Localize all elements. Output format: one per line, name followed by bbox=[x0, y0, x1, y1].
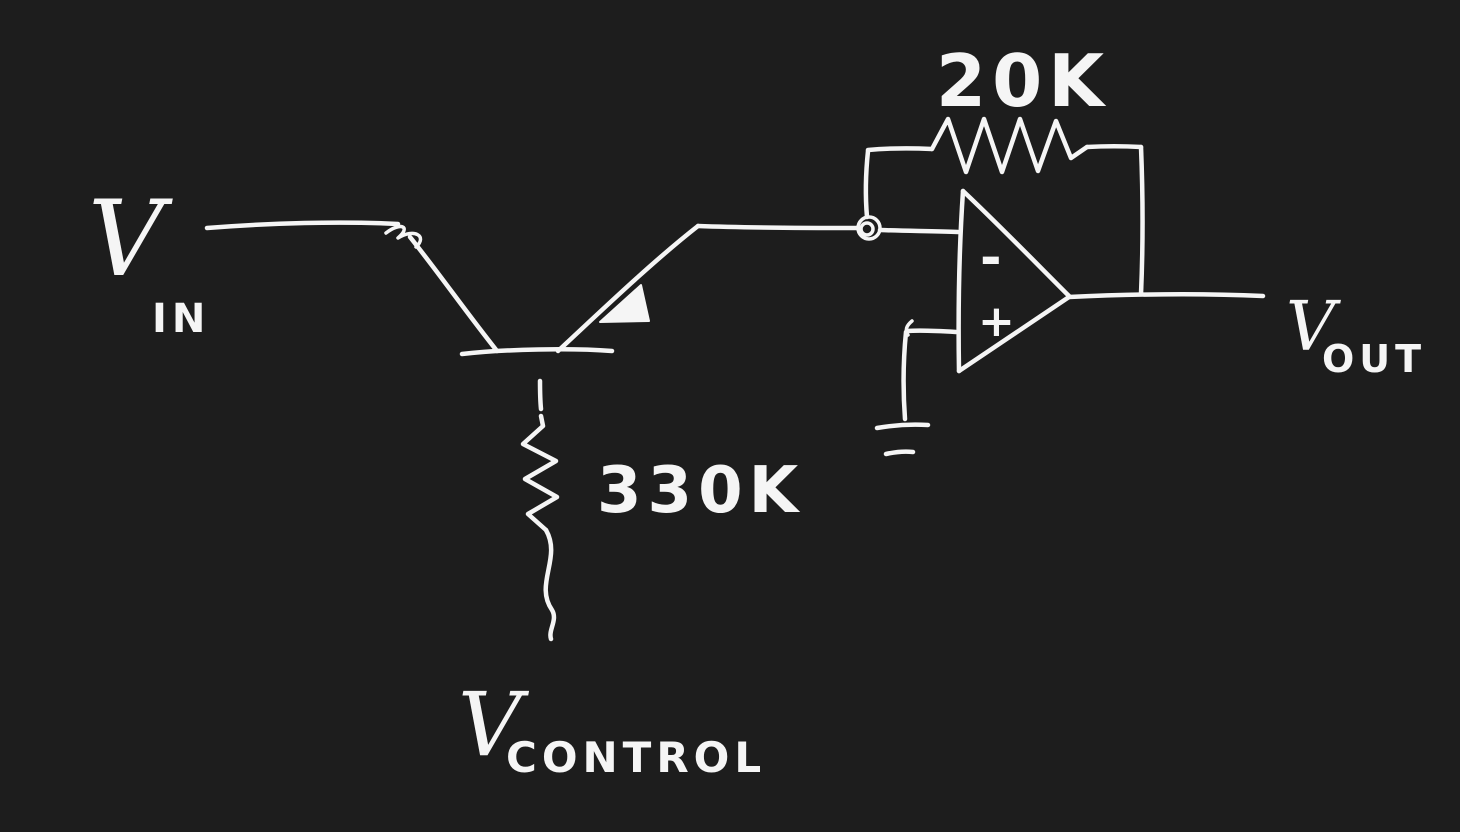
feedback-wire-top-left bbox=[865, 146, 935, 153]
opamp-inverting-sign: - bbox=[980, 228, 1002, 288]
feedback-wire-up bbox=[863, 148, 871, 220]
noninverting-input-stub bbox=[904, 328, 959, 335]
vcontrol-subscript: CONTROL bbox=[506, 733, 766, 782]
transistor-base-bar bbox=[459, 347, 615, 357]
transistor-left-lead bbox=[407, 234, 500, 354]
transistor-right-lead bbox=[555, 223, 701, 354]
feedback-resistor-value: 20K bbox=[936, 39, 1110, 123]
opamp-top-edge bbox=[960, 188, 1072, 299]
circuit-drawing: V IN 20K 330K V CONTROL V OUT - + bbox=[88, 39, 1426, 782]
vin-wire bbox=[204, 220, 401, 231]
control-branch-tick bbox=[537, 378, 544, 412]
vin-label: V bbox=[88, 178, 173, 300]
vout-label: V bbox=[1286, 288, 1341, 367]
vin-subscript: IN bbox=[152, 296, 210, 342]
control-wire-down bbox=[543, 527, 557, 642]
ground-bar-2-icon bbox=[883, 449, 916, 457]
feedback-resistor-20k bbox=[929, 116, 1090, 175]
vin-wire-scribble bbox=[384, 224, 423, 249]
control-resistor-330k bbox=[520, 413, 560, 533]
feedback-wire-down bbox=[1138, 144, 1145, 297]
wire-to-node bbox=[695, 223, 861, 231]
opamp-bottom-edge bbox=[956, 294, 1072, 374]
opamp-left-edge bbox=[956, 188, 966, 374]
feedback-wire-top-right bbox=[1084, 144, 1144, 150]
output-wire bbox=[1066, 291, 1266, 300]
ground-bar-1-icon bbox=[874, 422, 931, 431]
control-resistor-value: 330K bbox=[597, 454, 804, 528]
ground-wire-down bbox=[901, 329, 909, 422]
vcontrol-label: V bbox=[458, 673, 530, 776]
vout-subscript: OUT bbox=[1322, 337, 1426, 381]
transistor-arrow-icon bbox=[599, 284, 650, 323]
opamp-noninverting-sign: + bbox=[978, 296, 1015, 347]
junction-node-inner-icon bbox=[859, 221, 875, 237]
wire-node-to-opamp bbox=[877, 227, 961, 235]
